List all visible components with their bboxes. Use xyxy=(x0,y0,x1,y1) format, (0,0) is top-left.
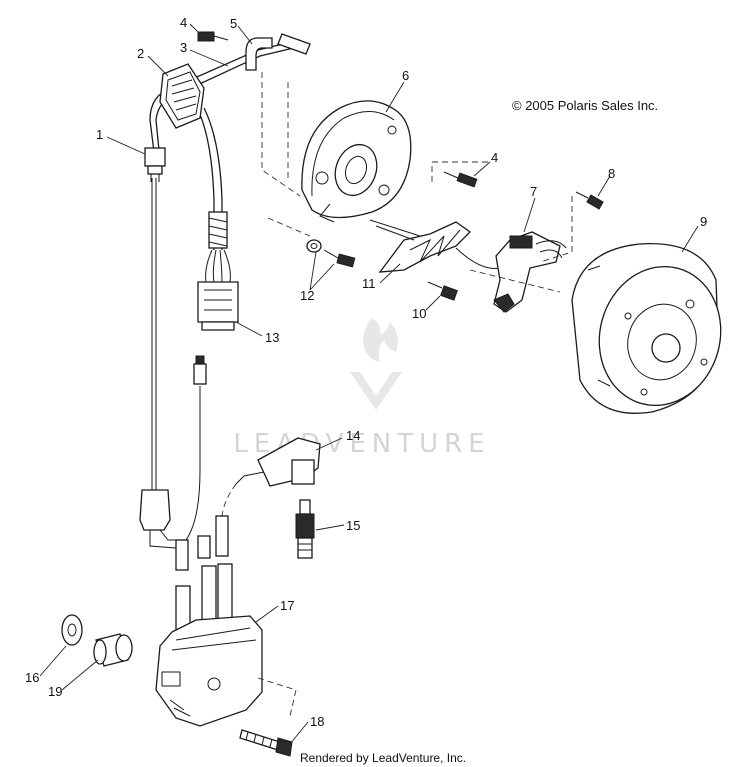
part-8-screw xyxy=(575,191,604,210)
part-5-clip xyxy=(245,37,273,71)
leader-lines xyxy=(39,23,699,745)
callout-10: 10 xyxy=(412,306,426,321)
callout-8: 8 xyxy=(608,166,615,181)
callout-labels: 1 2 3 4 5 6 4 8 9 7 11 10 12 13 14 15 16… xyxy=(25,15,707,729)
part-2-regulator xyxy=(159,63,205,129)
callout-15: 15 xyxy=(346,518,360,533)
watermark-logo xyxy=(350,318,402,410)
part-18-bolt xyxy=(239,729,293,757)
sleeve-a xyxy=(197,535,211,559)
part-16-washer xyxy=(61,614,83,646)
callout-19: 19 xyxy=(48,684,62,699)
callout-3: 3 xyxy=(180,40,187,55)
callout-7: 7 xyxy=(530,184,537,199)
callout-6: 6 xyxy=(402,68,409,83)
callout-13: 13 xyxy=(265,330,279,345)
part-4-screw-top xyxy=(197,31,229,42)
callout-17: 17 xyxy=(280,598,294,613)
copyright-text: © 2005 Polaris Sales Inc. xyxy=(512,98,658,113)
callout-14: 14 xyxy=(346,428,360,443)
part-6-stator-plate xyxy=(301,100,412,223)
callout-4-right: 4 xyxy=(491,150,498,165)
part-3-cable xyxy=(277,33,311,55)
part-4-screw xyxy=(443,171,478,188)
callout-5: 5 xyxy=(230,16,237,31)
callout-9: 9 xyxy=(700,214,707,229)
sleeve-b xyxy=(215,515,229,557)
callout-1: 1 xyxy=(96,127,103,142)
part-9-flywheel xyxy=(571,242,722,414)
part-10-screw xyxy=(427,281,458,301)
part-11-pickup xyxy=(369,219,513,273)
part-12-screw-washer xyxy=(306,239,356,268)
part-1-connector xyxy=(144,147,166,182)
lead-plug xyxy=(193,355,207,385)
harness-lower-connector xyxy=(139,489,189,571)
part-14-plug-cap xyxy=(221,437,321,517)
part-19-bushing xyxy=(93,633,133,667)
part-7-pulse-coil xyxy=(493,231,567,313)
callout-18: 18 xyxy=(310,714,324,729)
callout-2: 2 xyxy=(137,46,144,61)
callout-16: 16 xyxy=(25,670,39,685)
callout-12: 12 xyxy=(300,288,314,303)
part-13-connector xyxy=(197,281,239,331)
part-15-spark-plug xyxy=(295,499,315,559)
callout-11: 11 xyxy=(362,276,376,291)
rendered-by-text: Rendered by LeadVenture, Inc. xyxy=(300,751,466,765)
part-17-ignition-coil xyxy=(155,563,297,727)
callout-4-top: 4 xyxy=(180,15,187,30)
